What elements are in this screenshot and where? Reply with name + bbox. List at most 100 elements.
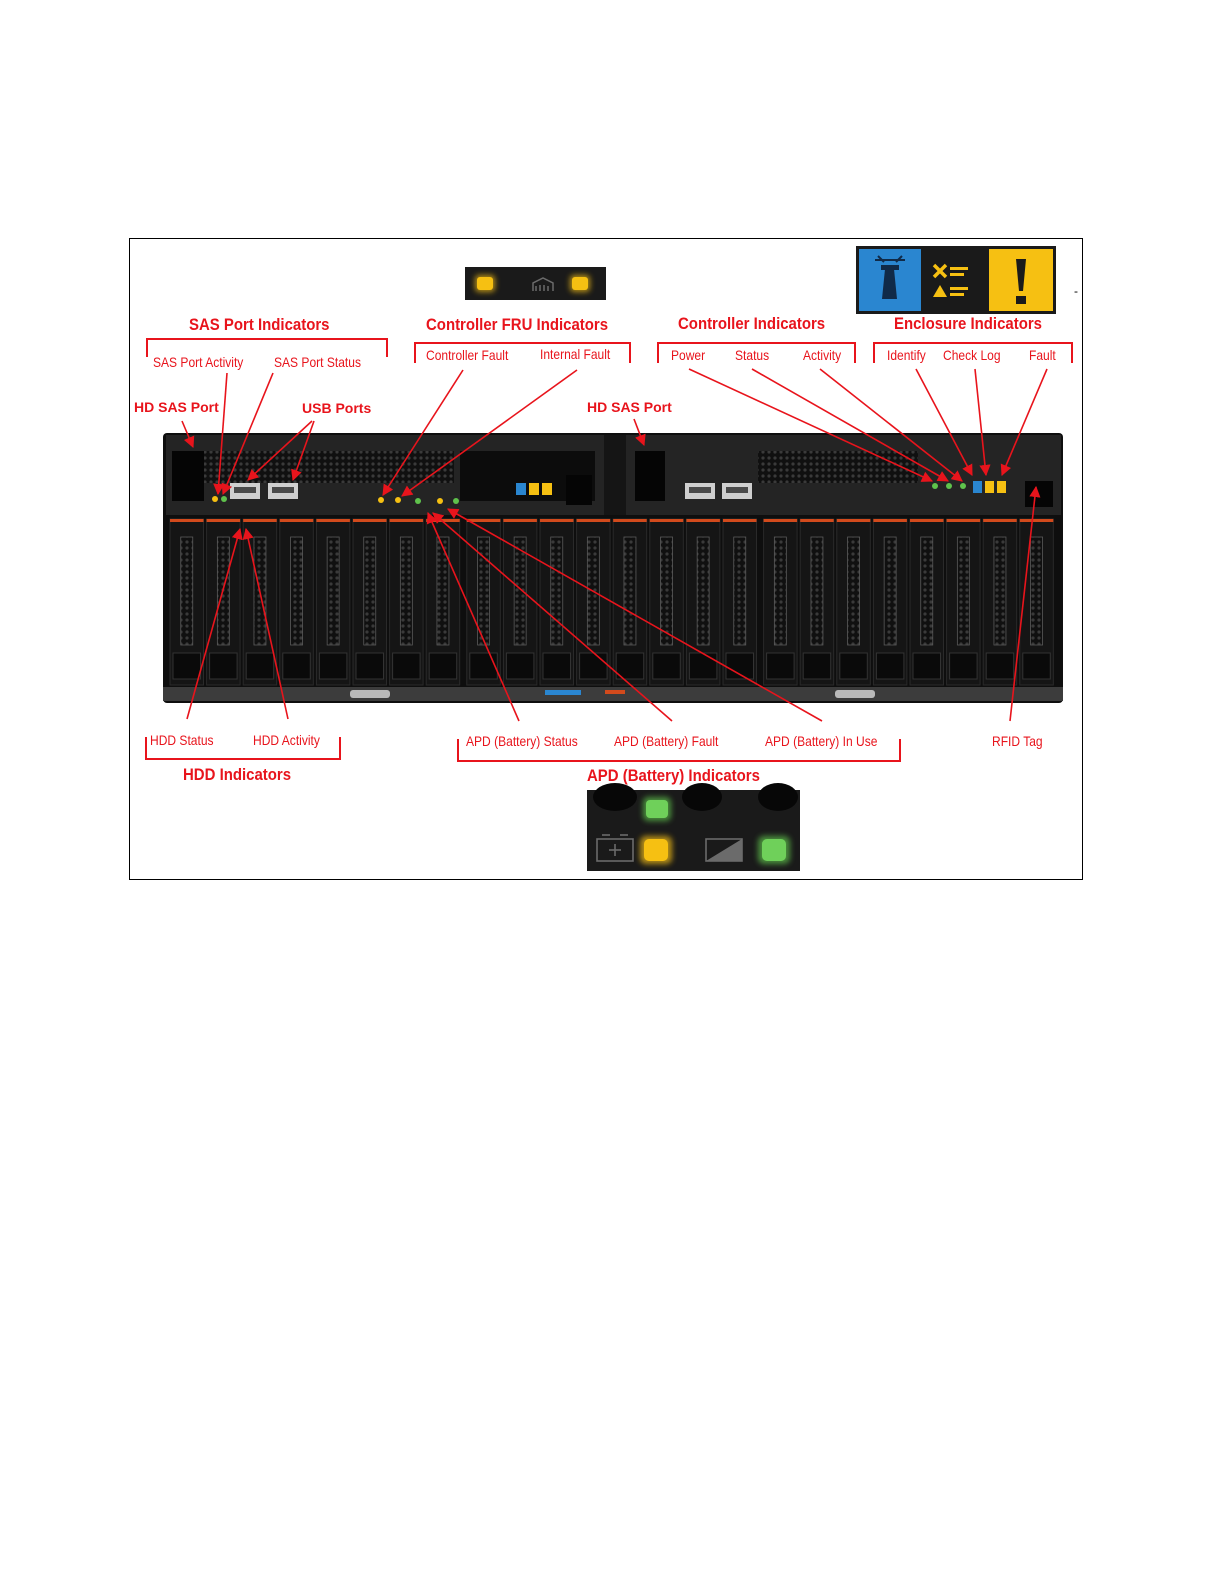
internal-fault-led (572, 277, 588, 290)
fru-indicators-title: Controller FRU Indicators (426, 315, 609, 334)
apd-in-use-arrow (447, 508, 823, 722)
drive-bay (1019, 518, 1054, 686)
power-arrow (688, 368, 934, 482)
internal-fault-arrow (401, 369, 578, 497)
sas-port-status-label: SAS Port Status (274, 354, 362, 370)
hd-sas-port-left-label: HD SAS Port (134, 399, 219, 415)
hdd-status-label: HDD Status (150, 732, 214, 748)
left-controller (172, 451, 595, 505)
drive-bay (169, 518, 204, 686)
fault-arrow (1000, 368, 1048, 477)
apd-fault-arrow (432, 512, 673, 722)
apd-fault-led (644, 839, 668, 861)
drive-bay (799, 518, 835, 686)
sas-port-activity-arrow (213, 372, 228, 496)
drive-bay (539, 518, 574, 686)
drive-bay (242, 518, 278, 686)
controller-fault-led-chassis (378, 497, 384, 503)
hdd-status-arrow (186, 527, 243, 720)
drive-bay (982, 518, 1018, 686)
apd-fault-label: APD (Battery) Fault (614, 733, 719, 749)
hd-sas-port-right-label: HD SAS Port (587, 399, 672, 415)
drive-bay (502, 518, 538, 686)
callout-arrows (181, 368, 1048, 722)
drive-bay (909, 518, 944, 686)
internal-fault-led-chassis (395, 497, 401, 503)
apd-status-arrow (426, 511, 520, 722)
power-led (932, 483, 938, 489)
sas-indicators-title: SAS Port Indicators (189, 315, 330, 334)
drive-bay (763, 518, 798, 686)
usb-arrow-2 (291, 420, 315, 482)
drive-bay (279, 518, 314, 686)
hd-sas-left-arrow (181, 420, 195, 449)
identify-led-left (516, 483, 526, 495)
activity-label: Activity (803, 347, 842, 363)
activity-led (960, 483, 966, 489)
identify-led (973, 481, 982, 493)
check-log-led (985, 481, 994, 493)
controller-fault-label: Controller Fault (426, 347, 509, 363)
label-brackets (145, 338, 1073, 762)
fault-label: Fault (1029, 347, 1056, 363)
fru-bracket (414, 342, 631, 363)
status-led (946, 483, 952, 489)
sas-port-activity-label: SAS Port Activity (153, 354, 244, 370)
drive-bay (315, 518, 351, 686)
hd-sas-right-arrow (633, 418, 646, 447)
controller-indicators-title: Controller Indicators (678, 314, 826, 333)
rfid-tag-label: RFID Tag (992, 733, 1043, 749)
drive-bay (612, 518, 648, 686)
status-label: Status (735, 347, 770, 363)
hdd-indicators-title: HDD Indicators (183, 765, 292, 784)
hdd-activity-label: HDD Activity (253, 732, 320, 748)
drive-bay (649, 518, 684, 686)
drive-bay (466, 518, 501, 686)
controller-bracket (657, 342, 856, 363)
apd-in-use-label: APD (Battery) In Use (765, 733, 878, 749)
check-log-arrow (974, 368, 991, 477)
hdd-bracket (145, 737, 341, 760)
enclosure-icons-inset (856, 246, 1056, 314)
fault-led (997, 481, 1006, 493)
power-label: Power (671, 347, 706, 363)
battery-discharge-icon (705, 838, 743, 862)
check-log-icon (932, 263, 968, 297)
chip-icon (532, 277, 554, 291)
drive-bay (872, 518, 908, 686)
sas-port-status-arrow (221, 372, 274, 496)
controller-fru-led-inset (465, 267, 606, 300)
sas-port-status-led (221, 496, 227, 502)
apd-status-label: APD (Battery) Status (466, 733, 578, 749)
rfid-tag (1025, 481, 1053, 507)
controller-fault-arrow (382, 369, 464, 496)
drive-bay (425, 518, 461, 686)
hd-sas-port-right (635, 451, 665, 501)
apd-indicators-title: APD (Battery) Indicators (587, 766, 760, 785)
hdd-activity-arrow (242, 527, 289, 720)
drive-bay (352, 518, 387, 686)
activity-arrow (819, 368, 963, 482)
rfid-arrow (1009, 485, 1041, 722)
check-log-label: Check Log (943, 347, 1001, 363)
drive-bay (946, 518, 981, 686)
usb-ports-label: USB Ports (302, 400, 372, 416)
drive-bay (722, 518, 757, 686)
stray-mark: - (1074, 284, 1078, 298)
identify-arrow (915, 368, 973, 476)
enclosure-indicators-title: Enclosure Indicators (894, 314, 1042, 333)
drive-bay (389, 518, 424, 686)
drive-bay (836, 518, 871, 686)
diagram-canvas (145, 246, 1073, 871)
drive-bay (576, 518, 611, 686)
identify-label: Identify (887, 347, 926, 363)
apd-bracket (457, 739, 901, 762)
identify-icon (875, 255, 905, 299)
status-arrow (751, 368, 949, 482)
sas-bracket (146, 338, 388, 357)
enclosure-diagram: SAS Port Indicators SAS Port Activity SA… (129, 238, 1083, 880)
drive-bay (685, 518, 721, 686)
internal-fault-label: Internal Fault (540, 346, 611, 362)
apd-status-led (646, 800, 668, 818)
controller-fault-led (477, 277, 493, 290)
